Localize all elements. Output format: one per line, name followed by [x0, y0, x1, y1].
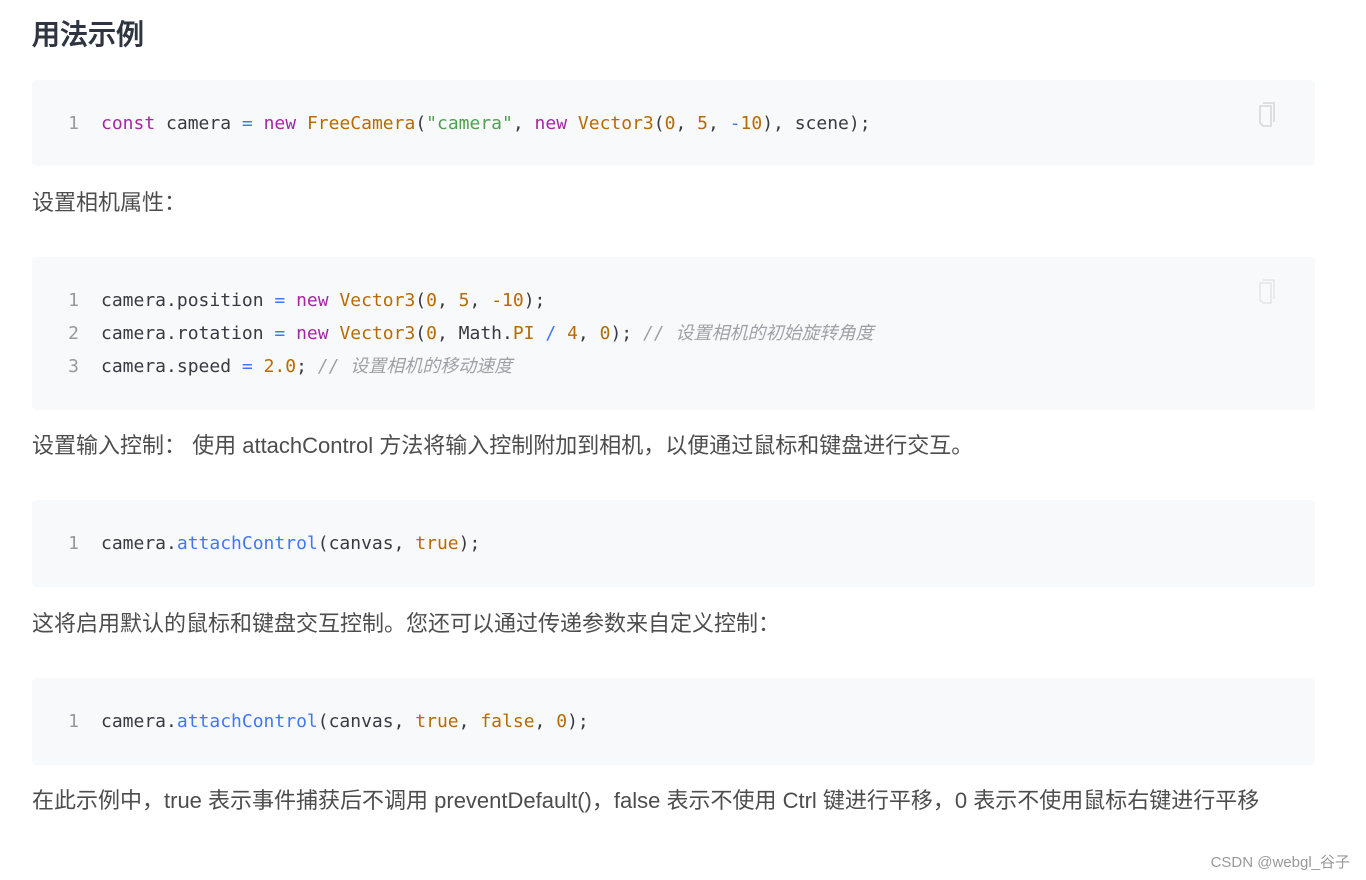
code-line: 1 camera.attachControl(canvas, true);: [32, 527, 480, 560]
copy-button[interactable]: [1239, 90, 1295, 144]
paragraph-example-explanation: 在此示例中，true 表示事件捕获后不调用 preventDefault()，f…: [32, 788, 1260, 813]
code-text: camera.rotation = new Vector3(0, Math.PI…: [101, 323, 874, 344]
code-block-4: 1 camera.attachControl(canvas, true, fals…: [32, 678, 1315, 765]
code-lines: 1 camera.attachControl(canvas, true, fals…: [32, 705, 589, 738]
code-line: 3 camera.speed = 2.0; // 设置相机的移动速度: [32, 350, 873, 383]
code-lines: 1 const camera = new FreeCamera("camera",…: [32, 107, 871, 140]
section-heading: 用法示例: [32, 18, 145, 51]
copy-button[interactable]: [1239, 267, 1295, 321]
line-number: 1: [68, 290, 79, 311]
code-text: camera.position = new Vector3(0, 5, -10)…: [101, 290, 546, 311]
code-text: const camera = new FreeCamera("camera", …: [101, 113, 871, 134]
code-block-2: 1 camera.position = new Vector3(0, 5, -10…: [32, 257, 1315, 410]
code-line: 1 const camera = new FreeCamera("camera",…: [32, 107, 871, 140]
line-number: 3: [68, 356, 79, 377]
code-text: camera.speed = 2.0; // 设置相机的移动速度: [101, 356, 513, 377]
watermark: CSDN @webgl_谷子: [1210, 854, 1350, 871]
line-number: 2: [68, 323, 79, 344]
paragraph-camera-props: 设置相机属性：: [32, 190, 187, 215]
paragraph-input-control: 设置输入控制： 使用 attachControl 方法将输入控制附加到相机，以便…: [32, 433, 974, 458]
code-lines: 1 camera.attachControl(canvas, true);: [32, 527, 480, 560]
code-line: 1 camera.position = new Vector3(0, 5, -10…: [32, 284, 873, 317]
code-text: camera.attachControl(canvas, true);: [101, 533, 481, 554]
line-number: 1: [68, 533, 79, 554]
code-text: camera.attachControl(canvas, true, false…: [101, 711, 589, 732]
code-line: 2 camera.rotation = new Vector3(0, Math.P…: [32, 317, 873, 350]
copy-icon: [1256, 101, 1278, 133]
code-line: 1 camera.attachControl(canvas, true, fals…: [32, 705, 589, 738]
line-number: 1: [68, 113, 79, 134]
code-lines: 1 camera.position = new Vector3(0, 5, -10…: [32, 284, 873, 383]
code-block-3: 1 camera.attachControl(canvas, true);: [32, 500, 1315, 587]
paragraph-default-control: 这将启用默认的鼠标和键盘交互控制。您还可以通过传递参数来自定义控制：: [32, 611, 781, 636]
copy-icon: [1256, 278, 1278, 310]
line-number: 1: [68, 711, 79, 732]
code-block-1: 1 const camera = new FreeCamera("camera",…: [32, 80, 1315, 166]
